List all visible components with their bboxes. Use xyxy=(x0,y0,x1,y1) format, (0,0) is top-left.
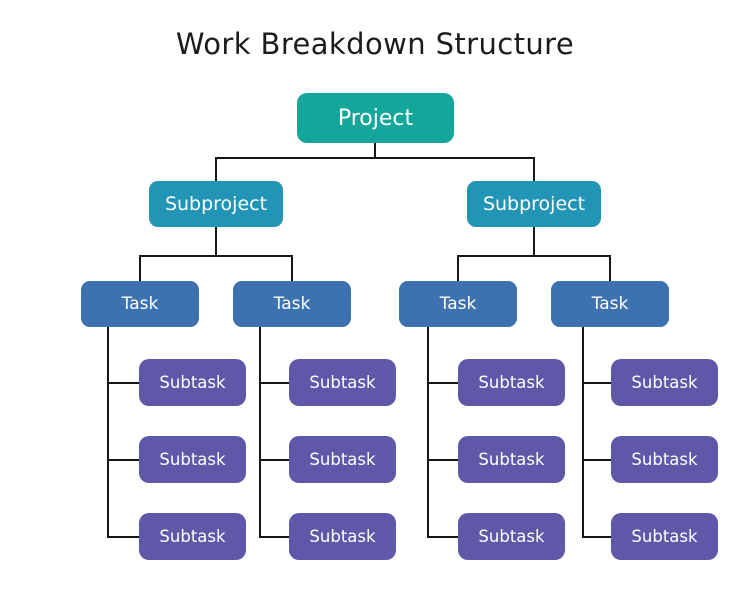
connector-level1-bus xyxy=(215,157,535,159)
node-subtask-1-1: Subtask xyxy=(139,359,246,406)
connector-subtask-stub xyxy=(427,459,459,461)
connector-subtask-stub xyxy=(259,459,290,461)
connector-subproject2-drop xyxy=(533,227,535,257)
node-project: Project xyxy=(297,93,454,143)
connector-task3-feed xyxy=(457,255,459,282)
connector-subtask-stub xyxy=(582,459,612,461)
node-subtask-2-1: Subtask xyxy=(289,359,396,406)
connector-subtask-stub xyxy=(582,536,612,538)
connector-project-drop xyxy=(374,143,376,159)
node-subtask-3-1: Subtask xyxy=(458,359,565,406)
connector-subtask-stub xyxy=(259,382,290,384)
connector-subtask-stub xyxy=(427,536,459,538)
connector-task1-feed xyxy=(139,255,141,282)
node-subtask-3-3: Subtask xyxy=(458,513,565,560)
node-subtask-2-2: Subtask xyxy=(289,436,396,483)
page-title: Work Breakdown Structure xyxy=(175,27,575,61)
node-subproject-1: Subproject xyxy=(149,181,283,227)
connector-task3-column xyxy=(427,327,429,538)
node-subtask-3-2: Subtask xyxy=(458,436,565,483)
node-task-4: Task xyxy=(551,281,669,327)
node-subtask-2-3: Subtask xyxy=(289,513,396,560)
connector-subtask-stub xyxy=(259,536,290,538)
node-subtask-1-3: Subtask xyxy=(139,513,246,560)
connector-subtask-stub xyxy=(427,382,459,384)
node-subproject-2: Subproject xyxy=(467,181,601,227)
connector-subtask-stub xyxy=(107,382,140,384)
connector-level2-right-bus xyxy=(457,255,611,257)
node-task-3: Task xyxy=(399,281,517,327)
connector-subproject2-feed xyxy=(533,157,535,182)
connector-task1-column xyxy=(107,327,109,538)
node-task-2: Task xyxy=(233,281,351,327)
connector-task2-column xyxy=(259,327,261,538)
connector-subproject1-drop xyxy=(215,227,217,257)
node-task-1: Task xyxy=(81,281,199,327)
connector-task4-feed xyxy=(609,255,611,282)
node-subtask-4-3: Subtask xyxy=(611,513,718,560)
node-subtask-1-2: Subtask xyxy=(139,436,246,483)
connector-subtask-stub xyxy=(107,536,140,538)
node-subtask-4-2: Subtask xyxy=(611,436,718,483)
connector-level2-left-bus xyxy=(139,255,293,257)
connector-task4-column xyxy=(582,327,584,538)
connector-subproject1-feed xyxy=(215,157,217,182)
connector-task2-feed xyxy=(291,255,293,282)
node-subtask-4-1: Subtask xyxy=(611,359,718,406)
connector-subtask-stub xyxy=(582,382,612,384)
connector-subtask-stub xyxy=(107,459,140,461)
